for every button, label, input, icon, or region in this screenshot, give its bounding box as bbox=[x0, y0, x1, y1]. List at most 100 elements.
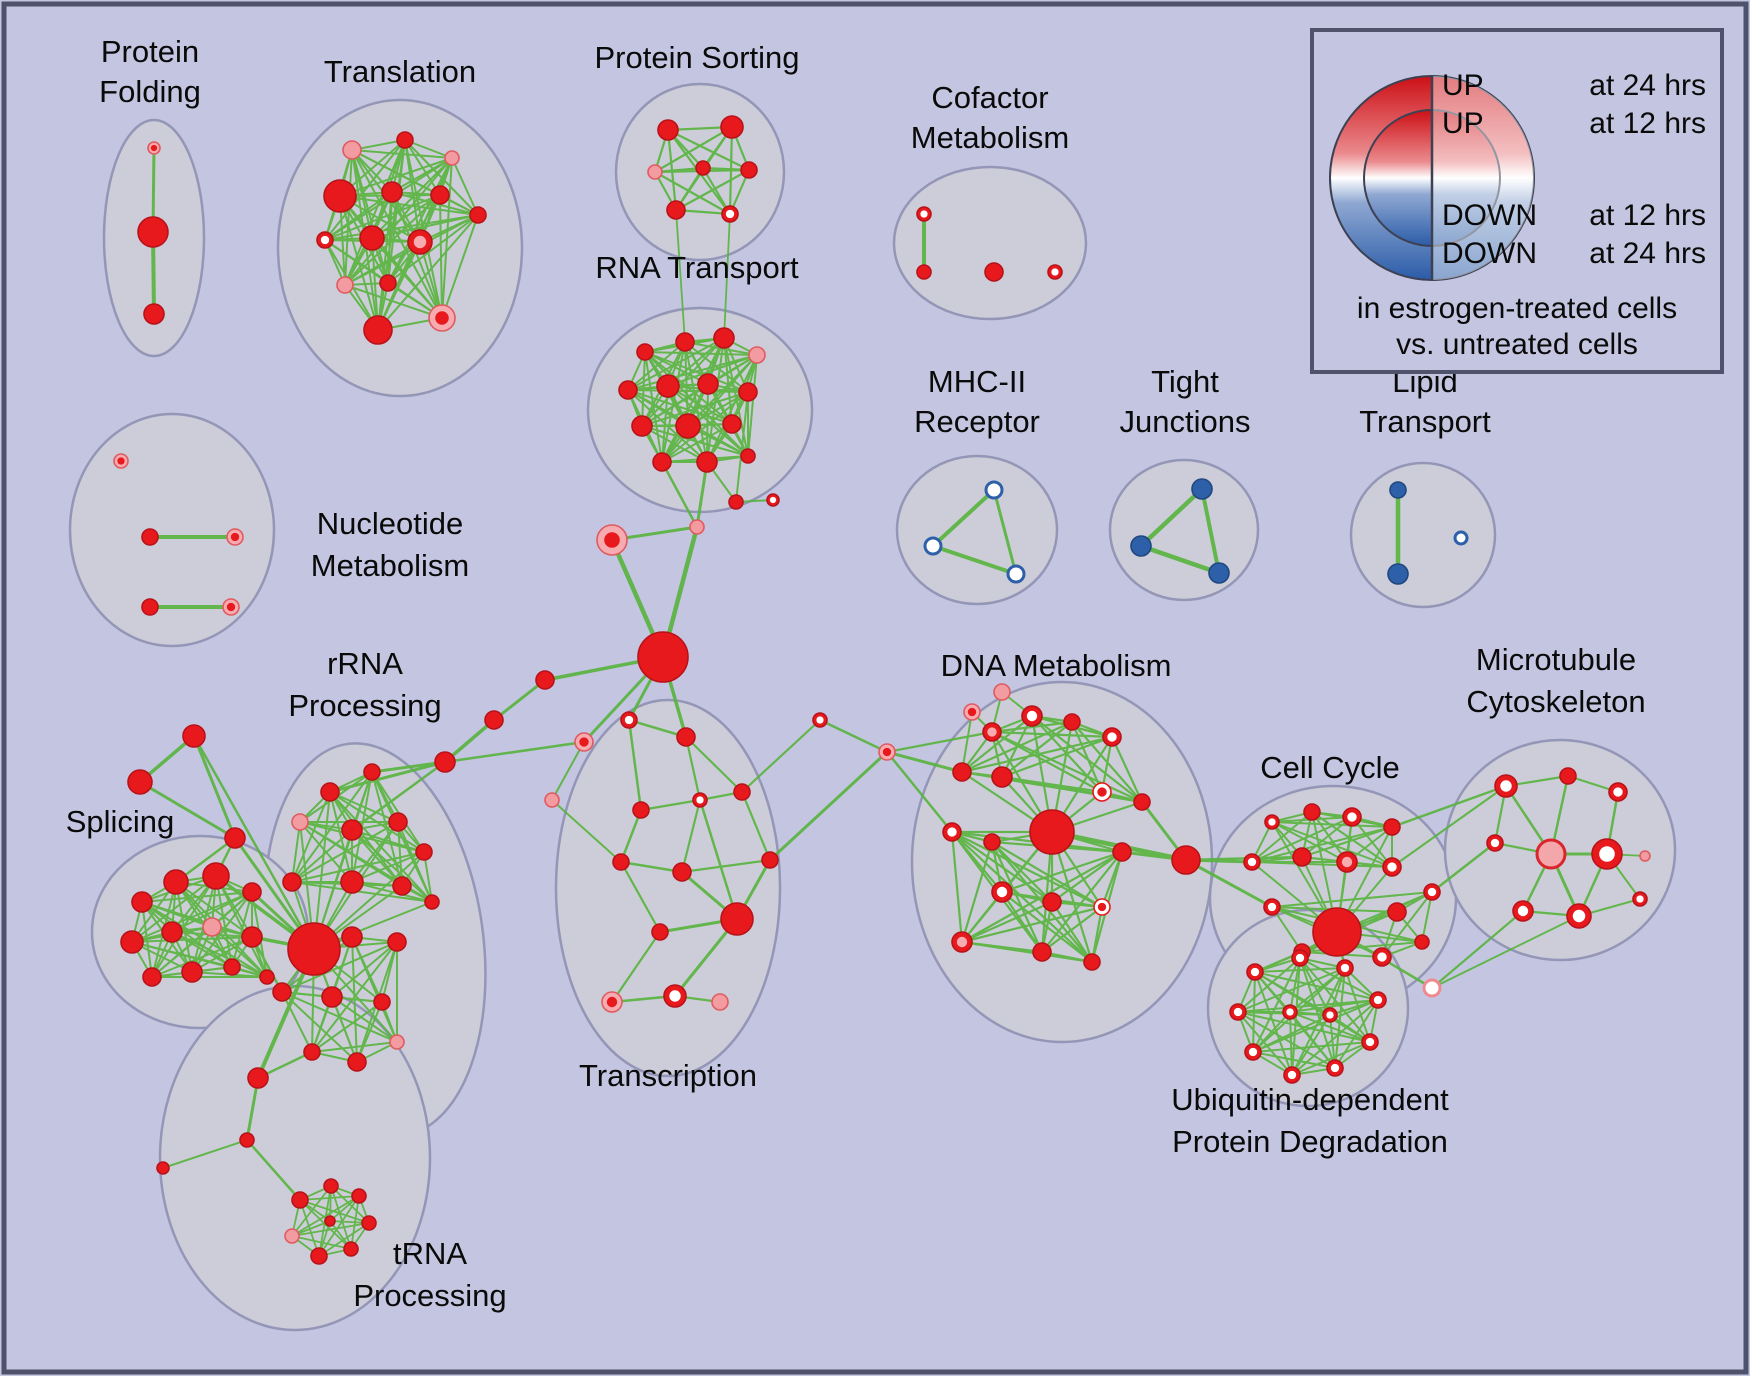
legend-time-label: at 24 hrs bbox=[1589, 237, 1706, 270]
gene-node bbox=[137, 216, 169, 248]
edge bbox=[1000, 890, 1044, 954]
legend-right-half-fade bbox=[1432, 76, 1534, 280]
edge bbox=[1289, 967, 1346, 1013]
gene-node bbox=[1326, 1059, 1344, 1077]
edge bbox=[1289, 1011, 1293, 1076]
gene-node bbox=[952, 762, 972, 782]
gene-node bbox=[637, 631, 689, 683]
edge bbox=[329, 791, 353, 883]
edge bbox=[1251, 861, 1393, 868]
edge bbox=[299, 821, 425, 853]
module-label-lipid-transport: Transport bbox=[1359, 404, 1491, 439]
module-label-mhc-ii-receptor: MHC-II bbox=[928, 364, 1026, 399]
edge bbox=[324, 139, 406, 241]
edge bbox=[684, 735, 744, 794]
edge bbox=[1390, 784, 1508, 829]
edge bbox=[1289, 957, 1301, 1013]
gene-node bbox=[1102, 727, 1122, 747]
gene-node bbox=[733, 783, 751, 801]
gene-node bbox=[147, 141, 161, 155]
module-label-tight-junctions: Tight bbox=[1151, 364, 1219, 399]
edge bbox=[356, 1001, 383, 1063]
legend-direction-label: DOWN bbox=[1442, 237, 1537, 270]
gene-node bbox=[141, 598, 159, 616]
edge bbox=[1040, 905, 1104, 954]
gene-node bbox=[428, 304, 456, 332]
legend-caption: in estrogen-treated cells bbox=[1357, 292, 1677, 325]
gene-node bbox=[713, 327, 735, 349]
gene-node bbox=[984, 480, 1004, 500]
gene-node bbox=[388, 812, 408, 832]
edge bbox=[950, 830, 964, 944]
edge bbox=[192, 734, 316, 951]
edge bbox=[1301, 816, 1353, 858]
gene-node bbox=[291, 813, 309, 831]
edge bbox=[1254, 971, 1293, 1076]
edge bbox=[291, 1235, 352, 1250]
edge bbox=[684, 735, 702, 802]
gene-node bbox=[321, 986, 343, 1008]
edge bbox=[1252, 1014, 1331, 1053]
module-label-rrna-processing: rRNA bbox=[327, 646, 403, 681]
nodes bbox=[113, 115, 1651, 1265]
module-label-cofactor-metabolism: Cofactor bbox=[931, 80, 1048, 115]
module-label-ubiquitin-degradation: Ubiquitin-dependent bbox=[1171, 1082, 1449, 1117]
gene-node bbox=[387, 932, 407, 952]
edge bbox=[551, 741, 585, 801]
edge bbox=[291, 791, 331, 883]
gene-node bbox=[320, 782, 340, 802]
edge bbox=[641, 383, 709, 427]
edge bbox=[960, 720, 1074, 774]
gene-node bbox=[1021, 705, 1043, 727]
edge bbox=[1252, 999, 1379, 1053]
edge bbox=[330, 1185, 352, 1250]
edge bbox=[627, 337, 725, 391]
gene-node bbox=[392, 876, 412, 896]
edge bbox=[701, 166, 732, 216]
gene-node bbox=[1282, 1004, 1298, 1020]
edge bbox=[1271, 891, 1433, 908]
edge bbox=[1271, 821, 1393, 828]
gene-node bbox=[740, 161, 758, 179]
edge bbox=[291, 881, 433, 903]
edge bbox=[960, 714, 1034, 774]
gene-node bbox=[740, 448, 756, 464]
gene-node bbox=[631, 415, 653, 437]
edge bbox=[339, 195, 479, 216]
edge bbox=[318, 1195, 360, 1257]
gene-node bbox=[1382, 857, 1402, 877]
gene-node bbox=[720, 115, 744, 139]
gene-node bbox=[341, 926, 363, 948]
gene-node bbox=[596, 524, 628, 556]
edge bbox=[1390, 784, 1508, 869]
edge bbox=[377, 241, 421, 331]
edge bbox=[351, 829, 403, 887]
edge bbox=[329, 791, 399, 823]
edge bbox=[706, 354, 758, 463]
module-ellipse-mhc-ii-receptor bbox=[895, 454, 1059, 606]
edge bbox=[191, 936, 253, 973]
edge bbox=[551, 799, 622, 863]
edge bbox=[960, 905, 1104, 944]
gene-node bbox=[666, 200, 686, 220]
gene-node bbox=[247, 1067, 269, 1089]
gene-node bbox=[574, 732, 594, 752]
edge bbox=[661, 423, 733, 463]
module-label-cofactor-metabolism: Metabolism bbox=[911, 120, 1070, 155]
gene-node bbox=[1264, 814, 1280, 830]
gene-node bbox=[1112, 842, 1132, 862]
edge bbox=[667, 385, 733, 425]
edge bbox=[1271, 821, 1348, 863]
gene-node bbox=[695, 160, 711, 176]
edge bbox=[1000, 720, 1074, 779]
gene-node bbox=[324, 1215, 336, 1227]
gene-node bbox=[1639, 850, 1651, 862]
module-label-ubiquitin-degradation: Protein Degradation bbox=[1172, 1124, 1448, 1159]
edge bbox=[990, 840, 1104, 909]
edge bbox=[151, 936, 253, 978]
gene-node bbox=[761, 851, 779, 869]
edge bbox=[281, 991, 313, 1053]
legend-direction-label: DOWN bbox=[1442, 199, 1537, 232]
gene-node bbox=[983, 833, 1001, 851]
